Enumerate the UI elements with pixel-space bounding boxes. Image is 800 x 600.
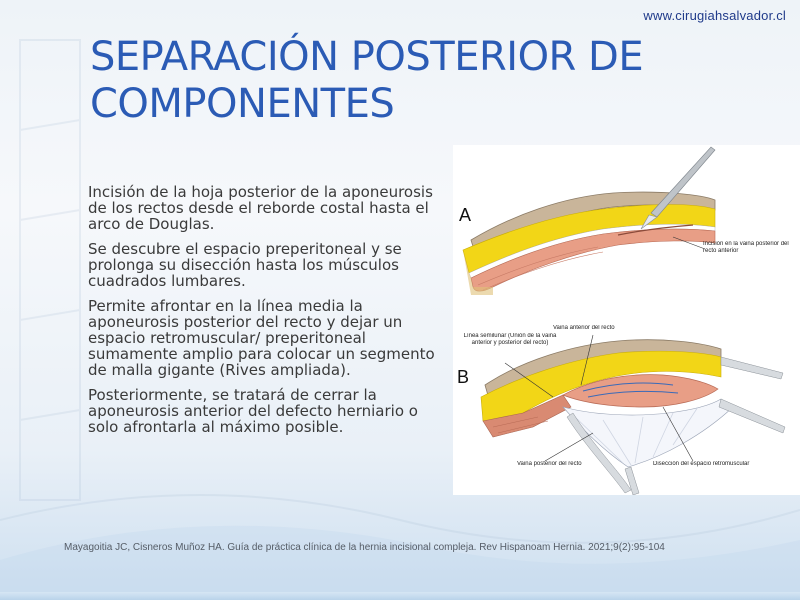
bottom-band: [0, 592, 800, 600]
bullet-item: Permite afrontar en la línea media la ap…: [88, 297, 435, 379]
panel-b-letter: B: [457, 367, 469, 387]
panel-b-label-vaina-posterior: Vaina posterior del recto: [517, 461, 582, 467]
bullet-item: Se descubre el espacio preperitoneal y s…: [88, 240, 402, 290]
panel-b-label-vaina-anterior: Vaina anterior del recto: [553, 325, 615, 331]
citation: Mayagoitia JC, Cisneros Muñoz HA. Guía d…: [64, 542, 665, 553]
bullet-list: Incisión de la hoja posterior de la apon…: [88, 184, 438, 444]
panel-b-label-diseccion: Disección del espacio retromuscular: [653, 461, 750, 467]
slide-title: SEPARACIÓN POSTERIOR DE COMPONENTES: [90, 34, 644, 127]
retractor-icon: [566, 356, 786, 496]
bullet-item: Incisión de la hoja posterior de la apon…: [88, 183, 433, 233]
panel-a-letter: A: [459, 205, 471, 225]
panel-b-drawing: [480, 334, 786, 496]
panel-a-drawing: [462, 146, 716, 295]
panel-b-label-semilunar: Línea semilunar (Unión de la vaina anter…: [463, 333, 557, 346]
site-url: www.cirugiahsalvador.cl: [643, 8, 786, 23]
anatomy-illustration: A Incisión en la vaina posterior de: [457, 146, 789, 496]
scalpel-icon: [640, 146, 716, 230]
panel-a-label: Incisión en la vaina posterior del recto…: [703, 241, 789, 254]
anatomy-figure: A Incisión en la vaina posterior de: [453, 145, 800, 496]
bullet-item: Posteriormente, se tratará de cerrar la …: [88, 386, 418, 436]
